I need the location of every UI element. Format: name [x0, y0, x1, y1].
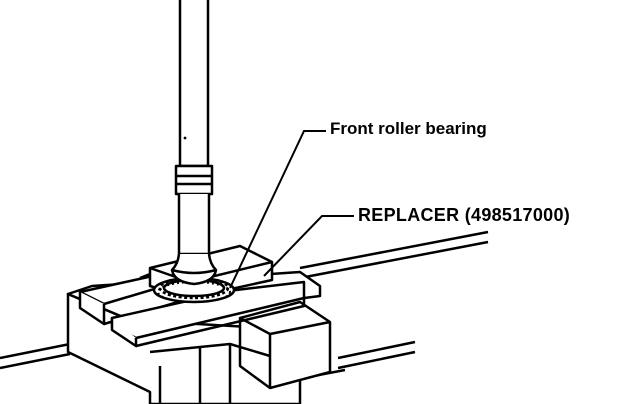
bearing-leader-line [230, 131, 326, 288]
front-roller-bearing-label: Front roller bearing [330, 119, 487, 138]
replacer-label: REPLACER (498517000) [358, 205, 571, 225]
shaft [172, 0, 216, 284]
leader-lines [230, 131, 354, 288]
replacer-leader-line [264, 216, 354, 276]
